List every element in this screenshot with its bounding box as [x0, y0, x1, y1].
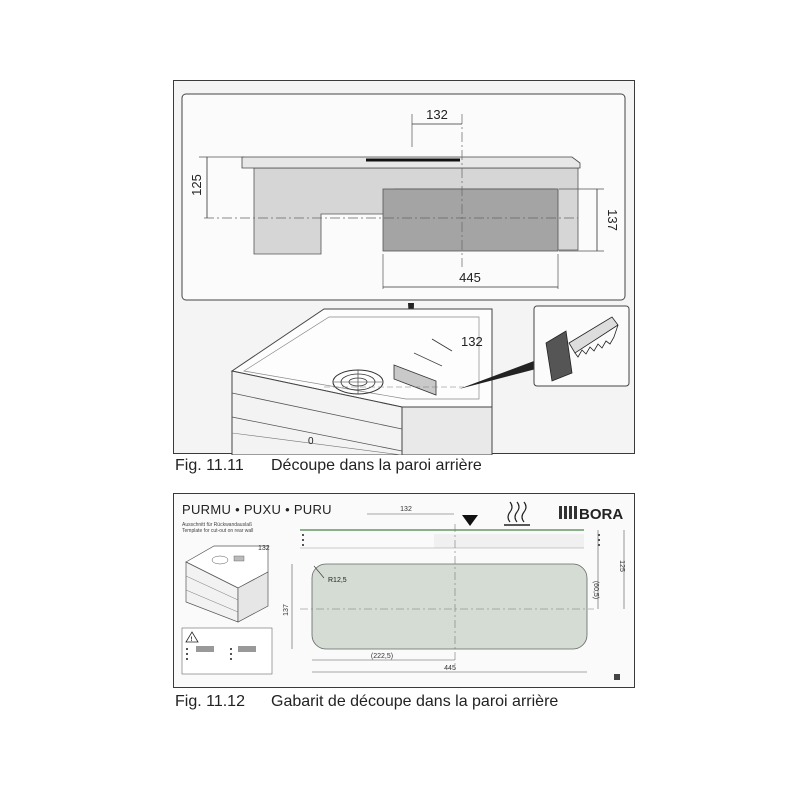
template-subtitle-1: Ausschnitt für Rückwandauslaß: [182, 522, 252, 528]
svg-text:!: !: [191, 637, 193, 643]
template-radius: R12,5: [328, 577, 347, 584]
template-dim-top: 132: [400, 506, 412, 513]
dim-top-width: 132: [426, 107, 448, 122]
leader-to-saw: [459, 361, 536, 389]
mini-cabinet-illustration: [185, 545, 269, 623]
center-marker-triangle-icon: [462, 515, 478, 526]
cutout-template-drawing: PURMU • PUXU • PURU Ausschnitt für Rückw…: [181, 501, 625, 680]
figure-11-12-caption: Fig. 11.12 Gabarit de découpe dans la par…: [175, 693, 558, 711]
template-models: PURMU • PUXU • PURU: [182, 502, 332, 517]
dim-left-height: 125: [189, 174, 204, 196]
template-dim-right-inner: (60,5): [592, 581, 599, 599]
template-dim-half: (222,5): [371, 653, 393, 660]
figure-caption-text: Découpe dans la paroi arrière: [271, 457, 482, 474]
template-dim-left: 137: [283, 604, 290, 616]
cutout-area: [382, 188, 559, 252]
dim-bottom-width: 445: [459, 270, 481, 285]
rear-cutout-marker: [393, 364, 437, 396]
mini-dim: 132: [258, 545, 270, 552]
warning-box: [181, 627, 273, 675]
cabinet-illustration: 0: [230, 308, 493, 455]
dim-cabinet-width: 132: [461, 334, 483, 349]
figure-caption-text: Gabarit de découpe dans la paroi arrière: [271, 693, 559, 710]
figure-number: Fig. 11.11: [175, 457, 244, 474]
cabinet-knob-label: 0: [308, 436, 314, 447]
template-dim-full: 445: [444, 665, 456, 672]
heat-icon: [504, 501, 530, 526]
rear-wall-cutout-drawing: 132 125 137 445: [181, 93, 630, 455]
cutout-template-shape: [311, 563, 588, 650]
bora-logo: BORA: [559, 506, 623, 523]
dim-right-height: 137: [605, 209, 620, 231]
jigsaw-icon: [545, 316, 619, 382]
figure-11-11-caption: Fig. 11.11 Découpe dans la paroi arrière: [175, 457, 482, 475]
cooktop-plate: [241, 156, 581, 169]
figure-number: Fig. 11.12: [175, 693, 245, 710]
figure-11-11: 132 125 137 445: [173, 80, 635, 455]
warning-icon: [185, 631, 199, 643]
template-dim-right-outer: 125: [618, 560, 625, 572]
figure-11-12: PURMU • PUXU • PURU Ausschnitt für Rückw…: [173, 493, 635, 688]
alignment-ticks: [302, 534, 600, 546]
template-subtitle-2: Template for cut-out on rear wall: [182, 528, 253, 534]
brand-name: BORA: [579, 506, 623, 523]
